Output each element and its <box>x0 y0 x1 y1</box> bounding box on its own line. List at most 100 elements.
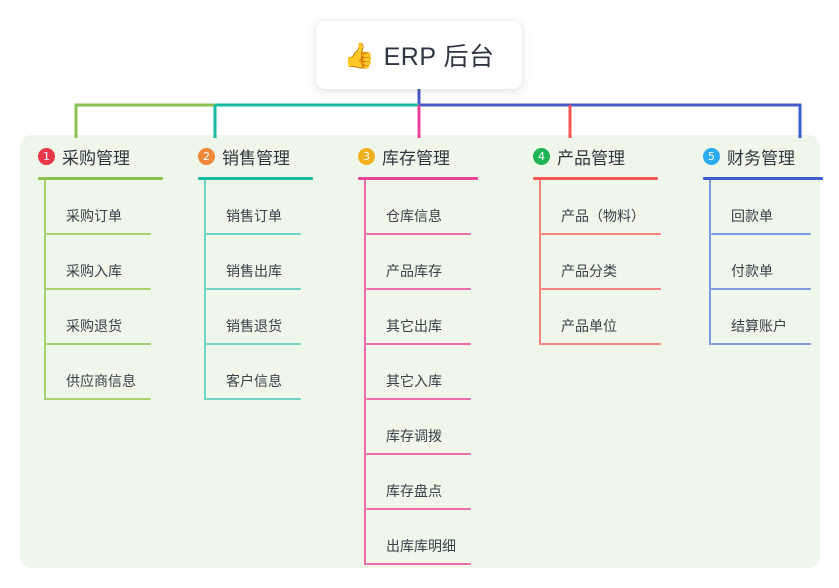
leaf-item-label: 供应商信息 <box>66 373 136 389</box>
leaf-item[interactable]: 采购订单 <box>46 180 180 235</box>
leaf-item[interactable]: 其它出库 <box>366 290 515 345</box>
branch-header-采购管理[interactable]: 1 采购管理 <box>20 135 180 177</box>
thumbs-up-icon: 👍 <box>343 40 375 70</box>
leaf-item-label: 产品单位 <box>561 318 617 334</box>
branch-title: 产品管理 <box>557 148 625 168</box>
branch-leaf-list: 销售订单销售出库销售退货客户信息 <box>204 180 340 400</box>
leaf-item-underline <box>46 233 151 235</box>
branch-number-badge: 1 <box>38 147 55 165</box>
leaf-item-underline <box>366 453 471 455</box>
leaf-item-label: 产品库存 <box>386 263 442 279</box>
leaf-item[interactable]: 库存调拨 <box>366 400 515 455</box>
leaf-item-label: 采购退货 <box>66 318 122 334</box>
leaf-item-label: 库存盘点 <box>386 483 442 499</box>
branch-title: 财务管理 <box>727 148 795 168</box>
branch-number-badge: 2 <box>198 147 215 165</box>
branch-column-库存管理: 3 库存管理仓库信息产品库存其它出库其它入库库存调拨库存盘点出库库明细 <box>340 135 515 565</box>
diagram-panel <box>20 135 820 568</box>
leaf-item-underline <box>206 398 301 400</box>
leaf-item-underline <box>366 563 471 565</box>
branch-leaf-list: 仓库信息产品库存其它出库其它入库库存调拨库存盘点出库库明细 <box>364 180 515 565</box>
branch-leaf-list: 产品（物料） 产品分类产品单位 <box>539 180 685 345</box>
branch-underline <box>703 177 823 180</box>
leaf-item[interactable]: 供应商信息 <box>46 345 180 400</box>
leaf-item[interactable]: 出库库明细 <box>366 510 515 565</box>
branch-column-财务管理: 5 财务管理回款单付款单结算账户 <box>685 135 839 345</box>
branch-header-销售管理[interactable]: 2 销售管理 <box>180 135 340 177</box>
leaf-item[interactable]: 销售出库 <box>206 235 340 290</box>
branch-spine <box>539 180 541 345</box>
leaf-item-underline <box>541 233 661 235</box>
leaf-item-underline <box>711 343 811 345</box>
branch-header-产品管理[interactable]: 4 产品管理 <box>515 135 685 177</box>
branch-spine <box>709 180 711 345</box>
leaf-item[interactable]: 产品库存 <box>366 235 515 290</box>
branch-number-badge: 3 <box>358 147 375 165</box>
leaf-item[interactable]: 结算账户 <box>711 290 839 345</box>
leaf-item-underline <box>366 343 471 345</box>
leaf-item-underline <box>366 508 471 510</box>
branch-underline <box>38 177 163 180</box>
leaf-item[interactable]: 产品分类 <box>541 235 685 290</box>
root-node-content: 👍 ERP 后台 <box>343 37 494 73</box>
leaf-item-underline <box>541 288 661 290</box>
leaf-item-label: 其它入库 <box>386 373 442 389</box>
leaf-item-underline <box>711 233 811 235</box>
branch-underline <box>198 177 313 180</box>
branch-spine <box>364 180 366 565</box>
leaf-item-underline <box>711 288 811 290</box>
branch-title: 销售管理 <box>222 148 290 168</box>
leaf-item-label: 库存调拨 <box>386 428 442 444</box>
leaf-item-underline <box>206 233 301 235</box>
leaf-item-label: 产品分类 <box>561 263 617 279</box>
branch-header-库存管理[interactable]: 3 库存管理 <box>340 135 515 177</box>
leaf-item-label: 回款单 <box>731 208 773 224</box>
leaf-item-underline <box>366 233 471 235</box>
leaf-item[interactable]: 回款单 <box>711 180 839 235</box>
root-node-card[interactable]: 👍 ERP 后台 <box>316 21 522 89</box>
leaf-item-label: 销售退货 <box>226 318 282 334</box>
leaf-item[interactable]: 仓库信息 <box>366 180 515 235</box>
leaf-item-underline <box>366 288 471 290</box>
branch-number-badge: 5 <box>703 147 720 165</box>
leaf-item-underline <box>46 343 151 345</box>
branch-column-销售管理: 2 销售管理销售订单销售出库销售退货客户信息 <box>180 135 340 400</box>
leaf-item-label: 付款单 <box>731 263 773 279</box>
branch-column-采购管理: 1 采购管理采购订单采购入库采购退货供应商信息 <box>20 135 180 400</box>
leaf-item[interactable]: 销售订单 <box>206 180 340 235</box>
leaf-item-label: 销售出库 <box>226 263 282 279</box>
branch-spine <box>204 180 206 400</box>
leaf-item[interactable]: 库存盘点 <box>366 455 515 510</box>
leaf-item[interactable]: 产品单位 <box>541 290 685 345</box>
branch-title: 库存管理 <box>382 148 450 168</box>
leaf-item-label: 其它出库 <box>386 318 442 334</box>
branch-leaf-list: 采购订单采购入库采购退货供应商信息 <box>44 180 180 400</box>
leaf-item[interactable]: 采购入库 <box>46 235 180 290</box>
leaf-item[interactable]: 采购退货 <box>46 290 180 345</box>
leaf-item-label: 销售订单 <box>226 208 282 224</box>
branch-spine <box>44 180 46 400</box>
leaf-item-underline <box>206 288 301 290</box>
leaf-item-label: 采购入库 <box>66 263 122 279</box>
branch-number-badge: 4 <box>533 147 550 165</box>
branch-header-财务管理[interactable]: 5 财务管理 <box>685 135 839 177</box>
leaf-item-label: 采购订单 <box>66 208 122 224</box>
leaf-item-underline <box>46 398 151 400</box>
branch-column-产品管理: 4 产品管理产品（物料） 产品分类产品单位 <box>515 135 685 345</box>
leaf-item-label: 产品（物料） <box>561 208 645 224</box>
leaf-item[interactable]: 其它入库 <box>366 345 515 400</box>
branch-title: 采购管理 <box>62 148 130 168</box>
leaf-item[interactable]: 销售退货 <box>206 290 340 345</box>
branch-columns: 1 采购管理采购订单采购入库采购退货供应商信息 2 销售管理销售订单销售出库销售退货客… <box>20 135 823 568</box>
branch-underline <box>533 177 658 180</box>
leaf-item-underline <box>366 398 471 400</box>
leaf-item-underline <box>46 288 151 290</box>
leaf-item[interactable]: 客户信息 <box>206 345 340 400</box>
leaf-item-label: 出库库明细 <box>386 538 456 554</box>
leaf-item-label: 客户信息 <box>226 373 282 389</box>
branch-underline <box>358 177 478 180</box>
leaf-item[interactable]: 产品（物料） <box>541 180 685 235</box>
leaf-item-label: 结算账户 <box>731 318 787 334</box>
leaf-item[interactable]: 付款单 <box>711 235 839 290</box>
leaf-item-underline <box>541 343 661 345</box>
